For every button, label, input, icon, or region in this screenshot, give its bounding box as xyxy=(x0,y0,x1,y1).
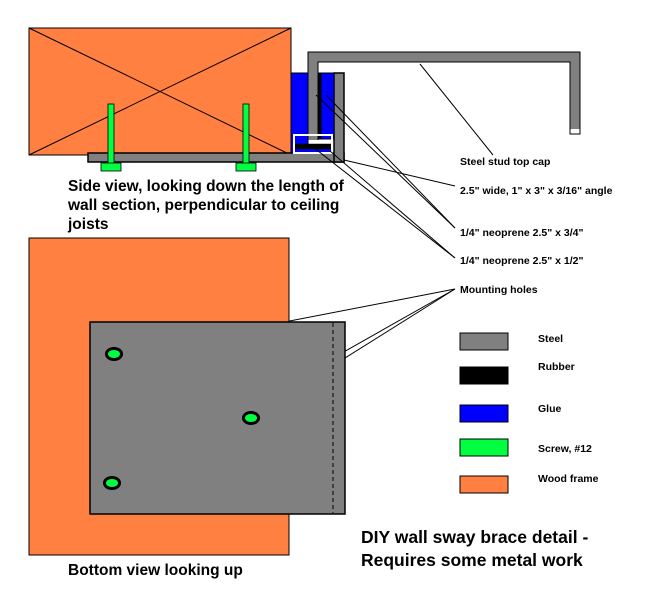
mounting-hole-1 xyxy=(105,347,123,361)
legend-label-screw: Screw, #12 xyxy=(538,443,592,455)
legend-swatches xyxy=(459,332,509,494)
label-mounting-holes: Mounting holes xyxy=(460,284,538,296)
label-steel-stud-top-cap: Steel stud top cap xyxy=(460,156,551,168)
side-wood-cross-b xyxy=(28,27,292,156)
legend-label-glue: Glue xyxy=(538,403,562,415)
steel-stud-top-cap-outline xyxy=(307,51,581,140)
mounting-hole-2 xyxy=(242,411,260,425)
leader-neo-1-2-b xyxy=(329,150,456,259)
label-neoprene-3-4: 1/4" neoprene 2.5" x 3/4" xyxy=(460,227,584,239)
side-view xyxy=(28,27,581,172)
leader-neo-1-2-a xyxy=(312,146,456,259)
wood-frame-swatch xyxy=(459,475,509,494)
neoprene-1-2 xyxy=(293,143,333,150)
label-angle: 2.5" wide, 1" x 3" x 3/16" angle xyxy=(460,185,613,197)
bottom-steel-plate xyxy=(89,321,346,515)
leader-neo-3-4-a xyxy=(315,94,456,229)
screw-right-shaft xyxy=(242,103,250,165)
bottom-view-caption: Bottom view looking up xyxy=(68,562,243,579)
side-view-caption: Side view, looking down the length of wa… xyxy=(68,178,344,233)
label-neoprene-1-2: 1/4" neoprene 2.5" x 1/2" xyxy=(460,255,584,267)
screw-swatch xyxy=(459,438,509,457)
leader-angle xyxy=(343,159,456,187)
leader-top-cap xyxy=(419,63,494,156)
bottom-view xyxy=(28,237,346,556)
screw-left-head xyxy=(100,162,122,172)
steel-angle-bottom-leg xyxy=(87,152,345,163)
mounting-hole-3 xyxy=(103,476,121,490)
steel-stud-top-cap xyxy=(308,52,580,140)
screw-left-shaft xyxy=(107,103,115,165)
legend-label-wood-frame: Wood frame xyxy=(538,473,599,485)
glue-swatch xyxy=(459,404,509,423)
rubber-swatch xyxy=(459,366,509,385)
legend-label-rubber: Rubber xyxy=(538,361,575,373)
title-line-1: DIY wall sway brace detail - xyxy=(361,527,589,547)
screw-right-head xyxy=(235,162,257,172)
leader-neo-3-4-b xyxy=(325,94,456,229)
steel-swatch xyxy=(459,332,509,351)
title-line-2: Requires some metal work xyxy=(361,550,583,570)
legend-label-steel: Steel xyxy=(538,333,564,345)
